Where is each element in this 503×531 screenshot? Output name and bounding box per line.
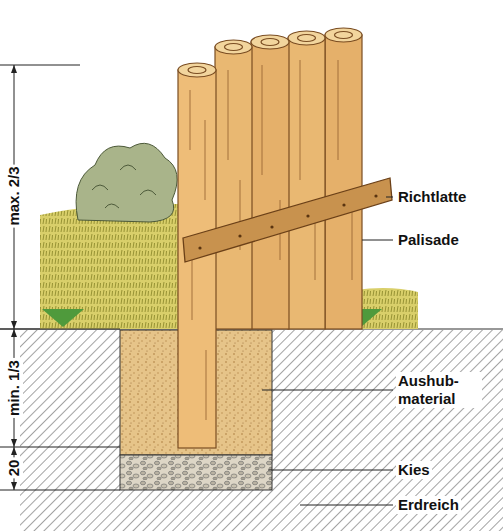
- part-label: Aushub- material: [396, 372, 482, 408]
- dimension-label: 20: [5, 458, 23, 479]
- grass-left: [40, 204, 200, 329]
- ground-marker: [42, 309, 84, 327]
- bush-detail: [92, 165, 156, 208]
- soil-hatching: [20, 330, 503, 531]
- dimension-arrows: [11, 65, 17, 490]
- nails: [198, 194, 377, 249]
- part-label: Palisade: [396, 231, 461, 249]
- leader-lines: [262, 197, 393, 505]
- gravel-bed: [120, 455, 272, 490]
- dimension-label: min. 1/3: [5, 358, 23, 418]
- part-label: Kies: [396, 461, 432, 479]
- part-label: Erdreich: [396, 496, 461, 514]
- guide-board: [183, 178, 392, 262]
- bush: [76, 143, 177, 222]
- dimension-lines: [0, 65, 120, 490]
- part-label: Richtlatte: [396, 188, 468, 206]
- dimension-label: max. 2/3: [5, 164, 23, 227]
